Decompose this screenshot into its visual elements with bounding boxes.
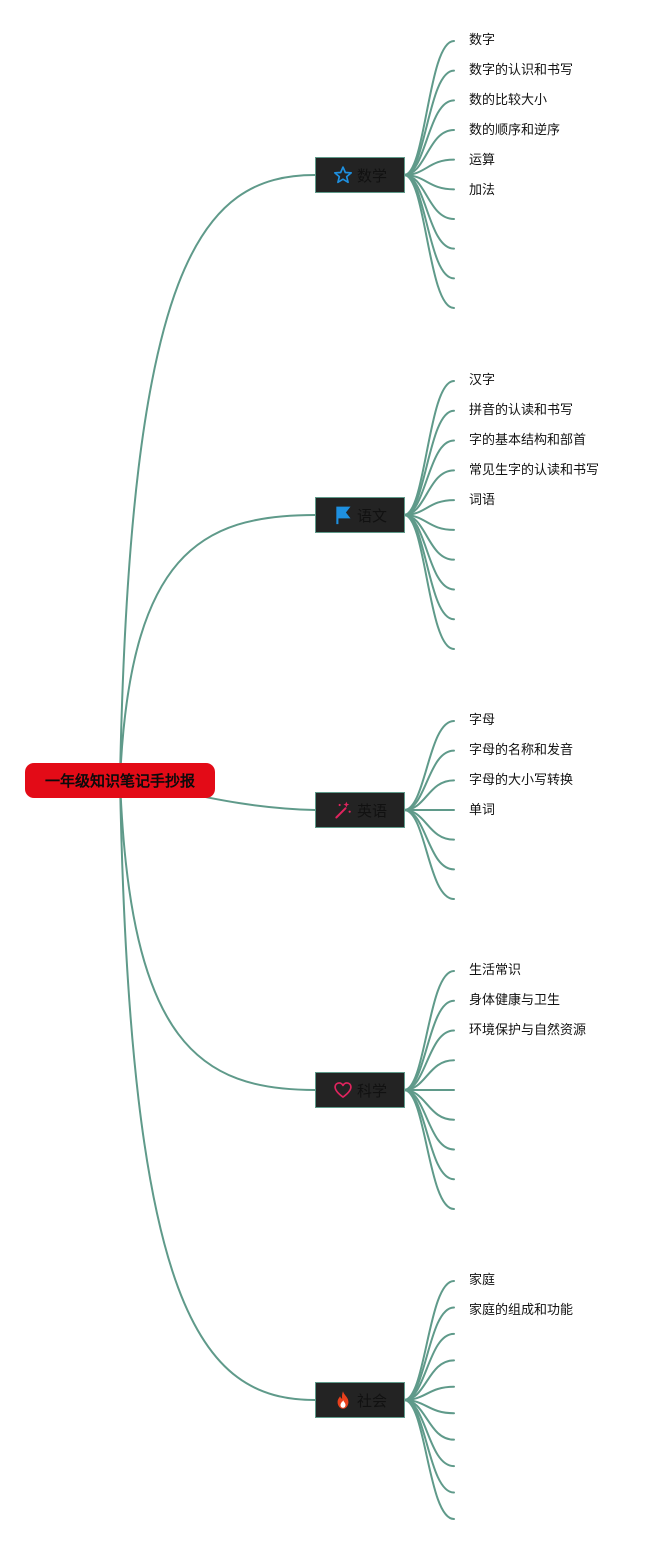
leaf-english-1[interactable]: 字母 — [469, 713, 496, 728]
root-topic-label: 一年级知识笔记手抄报 — [44, 772, 195, 790]
connector-science-leaf-1 — [403, 970, 455, 1091]
leaf-english-4[interactable]: 单词 — [469, 803, 496, 818]
connector-math-leaf-2 — [403, 69, 455, 176]
magic-wand-icon — [333, 800, 353, 820]
connector-society-leaf-2 — [403, 1306, 455, 1401]
connector-math-leaf-8 — [403, 174, 455, 250]
connector-root-society — [119, 779, 316, 1401]
connector-math-leaf-3 — [403, 99, 455, 176]
branch-math-label: 数学 — [356, 166, 387, 185]
connector-society-leaf-1 — [403, 1280, 455, 1401]
connector-society-leaf-10 — [403, 1399, 455, 1520]
leaf-math-4[interactable]: 数的顺序和逆序 — [469, 123, 561, 138]
branch-math[interactable]: 数学 — [315, 157, 405, 193]
connector-society-leaf-8 — [403, 1399, 455, 1468]
connector-science-leaf-3 — [403, 1029, 455, 1091]
leaf-science-2[interactable]: 身体健康与卫生 — [469, 993, 561, 1008]
leaf-chinese-1[interactable]: 汉字 — [469, 373, 496, 388]
connector-chinese-leaf-8 — [403, 514, 455, 591]
leaf-chinese-3[interactable]: 字的基本结构和部首 — [469, 433, 587, 448]
branch-chinese[interactable]: 语文 — [315, 497, 405, 533]
leaf-math-3[interactable]: 数的比较大小 — [469, 93, 548, 108]
leaf-society-2[interactable]: 家庭的组成和功能 — [469, 1303, 574, 1318]
leaf-science-1[interactable]: 生活常识 — [469, 963, 522, 978]
leaf-society-1[interactable]: 家庭 — [469, 1273, 496, 1288]
branch-society-label: 社会 — [356, 1391, 387, 1410]
connector-math-leaf-10 — [403, 174, 455, 309]
star-outline-icon — [333, 165, 353, 185]
leaf-math-6[interactable]: 加法 — [469, 183, 496, 198]
leaf-math-5[interactable]: 运算 — [469, 153, 496, 168]
branch-science-label: 科学 — [356, 1081, 387, 1100]
connector-root-chinese — [119, 514, 316, 781]
leaf-english-3[interactable]: 字母的大小写转换 — [469, 773, 574, 788]
connector-science-leaf-9 — [403, 1089, 455, 1210]
leaf-math-2[interactable]: 数字的认识和书写 — [469, 63, 574, 78]
connector-english-leaf-2 — [403, 749, 455, 811]
leaf-chinese-4[interactable]: 常见生字的认读和书写 — [469, 463, 600, 478]
leaf-chinese-5[interactable]: 词语 — [469, 493, 496, 508]
fire-icon — [333, 1390, 353, 1410]
branch-society[interactable]: 社会 — [315, 1382, 405, 1418]
branch-chinese-label: 语文 — [356, 506, 387, 525]
branch-english-label: 英语 — [356, 801, 387, 820]
connector-chinese-leaf-10 — [403, 514, 455, 650]
connector-root-math — [119, 174, 316, 781]
connector-english-leaf-7 — [403, 809, 455, 900]
connector-math-leaf-1 — [403, 40, 455, 176]
connector-english-leaf-1 — [403, 720, 455, 811]
connector-math-leaf-9 — [403, 174, 455, 280]
heart-outline-icon — [333, 1080, 353, 1100]
flag-icon — [333, 505, 353, 525]
connector-chinese-leaf-1 — [403, 380, 455, 516]
root-topic[interactable]: 一年级知识笔记手抄报 — [25, 763, 215, 798]
branch-english[interactable]: 英语 — [315, 792, 405, 828]
leaf-chinese-2[interactable]: 拼音的认读和书写 — [469, 403, 574, 418]
leaf-english-2[interactable]: 字母的名称和发音 — [469, 743, 574, 758]
connector-root-science — [119, 779, 316, 1091]
connector-science-leaf-2 — [403, 999, 455, 1091]
connector-science-leaf-8 — [403, 1089, 455, 1181]
leaf-science-3[interactable]: 环境保护与自然资源 — [469, 1023, 587, 1038]
leaf-math-1[interactable]: 数字 — [469, 33, 496, 48]
connector-chinese-leaf-2 — [403, 409, 455, 516]
connector-chinese-leaf-9 — [403, 514, 455, 621]
branch-science[interactable]: 科学 — [315, 1072, 405, 1108]
connector-society-leaf-3 — [403, 1332, 455, 1401]
connector-chinese-leaf-3 — [403, 439, 455, 516]
connector-society-leaf-9 — [403, 1399, 455, 1494]
